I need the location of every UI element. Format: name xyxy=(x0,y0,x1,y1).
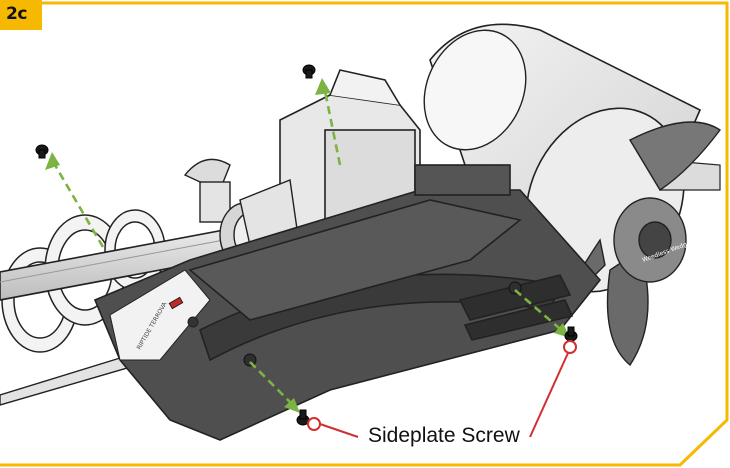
motor-mount-base xyxy=(93,164,602,441)
control-panel xyxy=(109,269,211,361)
step-badge: 2c xyxy=(0,0,42,30)
arrow-heads xyxy=(45,78,570,413)
callout-label: Sideplate Screw xyxy=(368,424,520,447)
sideplate-hole-left xyxy=(243,353,257,367)
removal-arrows xyxy=(50,85,567,409)
step-label: 2c xyxy=(6,4,27,24)
clamp-knob xyxy=(183,158,231,223)
callout-markers xyxy=(307,340,577,438)
